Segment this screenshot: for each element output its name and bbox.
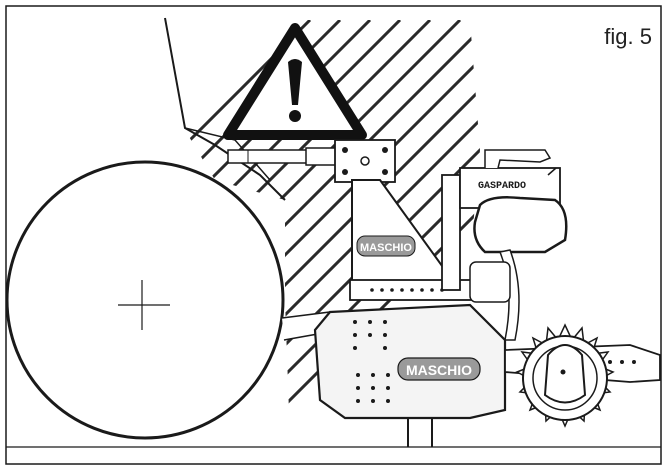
seed-disc-star-wheel	[515, 323, 615, 428]
maschio-logo-large: MASCHIO	[397, 357, 481, 381]
tractor-wheel	[5, 160, 285, 440]
maschio-logo-large-text: MASCHIO	[406, 362, 472, 378]
maschio-logo-small: MASCHIO	[356, 235, 416, 257]
frame	[5, 5, 662, 465]
support-legs	[407, 418, 433, 447]
top-bracket	[334, 139, 396, 183]
top-link	[227, 147, 341, 166]
maschio-logo-small-text: MASCHIO	[360, 242, 412, 254]
drive-drum	[469, 261, 511, 303]
gaspardo-plate: GASPARDO	[478, 181, 526, 192]
seed-hopper	[473, 196, 568, 254]
figure-label: fig. 5	[604, 24, 652, 49]
tractor-body	[164, 17, 286, 201]
warning-triangle-icon	[223, 23, 367, 140]
